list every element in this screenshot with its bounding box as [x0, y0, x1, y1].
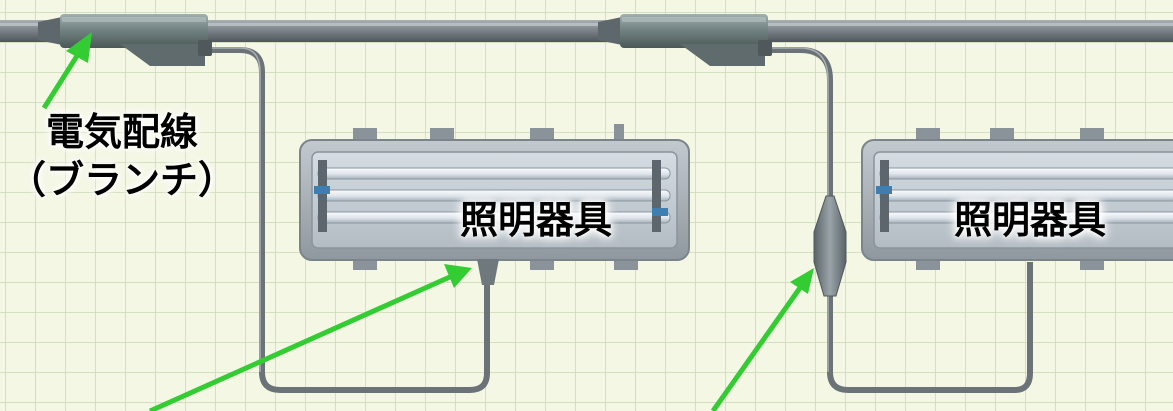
- light-fixture-2: [861, 128, 1173, 270]
- light-fixture-1: [299, 124, 690, 270]
- drop-cable-1-highlight: [205, 47, 261, 372]
- inline-tee-connector: [813, 195, 847, 297]
- fixture-label-1: 照明器具: [460, 198, 613, 242]
- main-cable-highlight: [0, 23, 1173, 26]
- fixture-label-2: 照明器具: [954, 198, 1107, 242]
- arrow-fixture-connector: [148, 264, 472, 411]
- arrow-tee-connector: [710, 268, 814, 411]
- drop-cable-2-highlight: [765, 47, 829, 372]
- arrow-wiring: [41, 32, 92, 110]
- wiring-label: 電気配線 （ブランチ）: [8, 108, 236, 204]
- wiring-label-title: 電気配線: [45, 110, 198, 154]
- fixture-1-connector: [477, 259, 499, 285]
- branch-connector-1: [38, 14, 212, 66]
- branch-connector-2: [598, 14, 772, 66]
- wiring-label-branch: （ブランチ）: [8, 158, 237, 202]
